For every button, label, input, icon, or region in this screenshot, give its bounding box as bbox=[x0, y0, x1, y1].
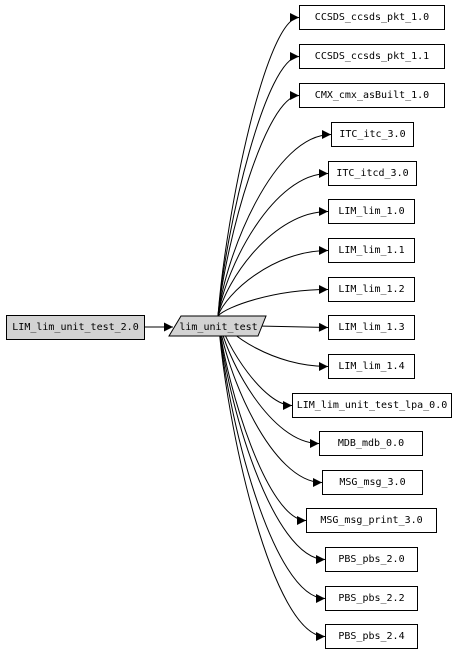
edge-center-to-dependency bbox=[217, 315, 326, 641]
edge-center-to-dependency bbox=[217, 169, 329, 317]
root-node[interactable]: LIM_lim_unit_test_2.0 bbox=[6, 315, 145, 340]
dependency-node[interactable]: CCSDS_ccsds_pkt_1.1 bbox=[299, 44, 445, 69]
edge-center-to-dependency bbox=[217, 246, 329, 317]
edge-center-to-dependency bbox=[217, 91, 300, 317]
edge-center-to-dependency bbox=[217, 13, 300, 317]
dependency-node[interactable]: CCSDS_ccsds_pkt_1.0 bbox=[299, 5, 445, 30]
dependency-node[interactable]: LIM_lim_1.2 bbox=[328, 277, 415, 302]
root-node-label: LIM_lim_unit_test_2.0 bbox=[12, 322, 139, 333]
dependency-node-label: PBS_pbs_2.2 bbox=[338, 593, 405, 604]
dependency-node-label: PBS_pbs_2.0 bbox=[338, 554, 405, 565]
dependency-node[interactable]: PBS_pbs_2.2 bbox=[325, 586, 418, 611]
dependency-node-label: CCSDS_ccsds_pkt_1.1 bbox=[314, 51, 430, 62]
dependency-node[interactable]: ITC_itc_3.0 bbox=[331, 122, 414, 147]
dependency-node-label: ITC_itcd_3.0 bbox=[336, 168, 409, 179]
edge-center-to-dependency bbox=[217, 207, 329, 317]
edge-center-to-dependency bbox=[217, 315, 323, 487]
dependency-node-label: CCSDS_ccsds_pkt_1.0 bbox=[314, 12, 430, 23]
edge-center-to-dependency bbox=[217, 130, 332, 317]
dependency-node[interactable]: LIM_lim_1.4 bbox=[328, 354, 415, 379]
dependency-node[interactable]: CMX_cmx_asBuilt_1.0 bbox=[299, 83, 445, 108]
edge-center-to-dependency bbox=[217, 285, 329, 317]
dependency-node-label: LIM_lim_1.3 bbox=[338, 322, 405, 333]
dependency-node-label: MSG_msg_print_3.0 bbox=[320, 515, 423, 526]
edge-center-to-dependency bbox=[257, 322, 329, 332]
dependency-node[interactable]: MDB_mdb_0.0 bbox=[319, 431, 423, 456]
dependency-node-label: LIM_lim_1.4 bbox=[338, 361, 405, 372]
dependency-node-label: MSG_msg_3.0 bbox=[339, 477, 406, 488]
dependency-node[interactable]: PBS_pbs_2.0 bbox=[325, 547, 418, 572]
dependency-node-label: LIM_lim_1.1 bbox=[338, 245, 405, 256]
dependency-node-label: CMX_cmx_asBuilt_1.0 bbox=[314, 90, 430, 101]
center-node-label: lim_unit_test bbox=[179, 322, 258, 333]
dependency-node[interactable]: PBS_pbs_2.4 bbox=[325, 624, 418, 649]
dependency-node[interactable]: LIM_lim_unit_test_lpa_0.0 bbox=[292, 393, 452, 418]
dependency-node[interactable]: LIM_lim_1.3 bbox=[328, 315, 415, 340]
dependency-node-label: LIM_lim_unit_test_lpa_0.0 bbox=[296, 400, 448, 411]
dependency-node-label: LIM_lim_1.2 bbox=[338, 284, 405, 295]
edge-center-to-dependency bbox=[217, 315, 326, 603]
edge-center-to-dependency bbox=[217, 52, 300, 317]
dependency-node-label: ITC_itc_3.0 bbox=[339, 129, 406, 140]
dependency-node[interactable]: ITC_itcd_3.0 bbox=[328, 161, 417, 186]
dependency-node-label: PBS_pbs_2.4 bbox=[338, 631, 405, 642]
center-node[interactable]: lim_unit_test bbox=[171, 318, 266, 338]
dependency-node[interactable]: LIM_lim_1.1 bbox=[328, 238, 415, 263]
dependency-node[interactable]: LIM_lim_1.0 bbox=[328, 199, 415, 224]
dependency-node[interactable]: MSG_msg_print_3.0 bbox=[306, 508, 437, 533]
dependency-node-label: MDB_mdb_0.0 bbox=[337, 438, 405, 449]
center-node-shape bbox=[168, 315, 267, 337]
edge-center-to-dependency bbox=[217, 315, 326, 564]
dependency-node-label: LIM_lim_1.0 bbox=[338, 206, 405, 217]
dependency-node[interactable]: MSG_msg_3.0 bbox=[322, 470, 423, 495]
edge-center-to-dependency bbox=[217, 315, 307, 525]
